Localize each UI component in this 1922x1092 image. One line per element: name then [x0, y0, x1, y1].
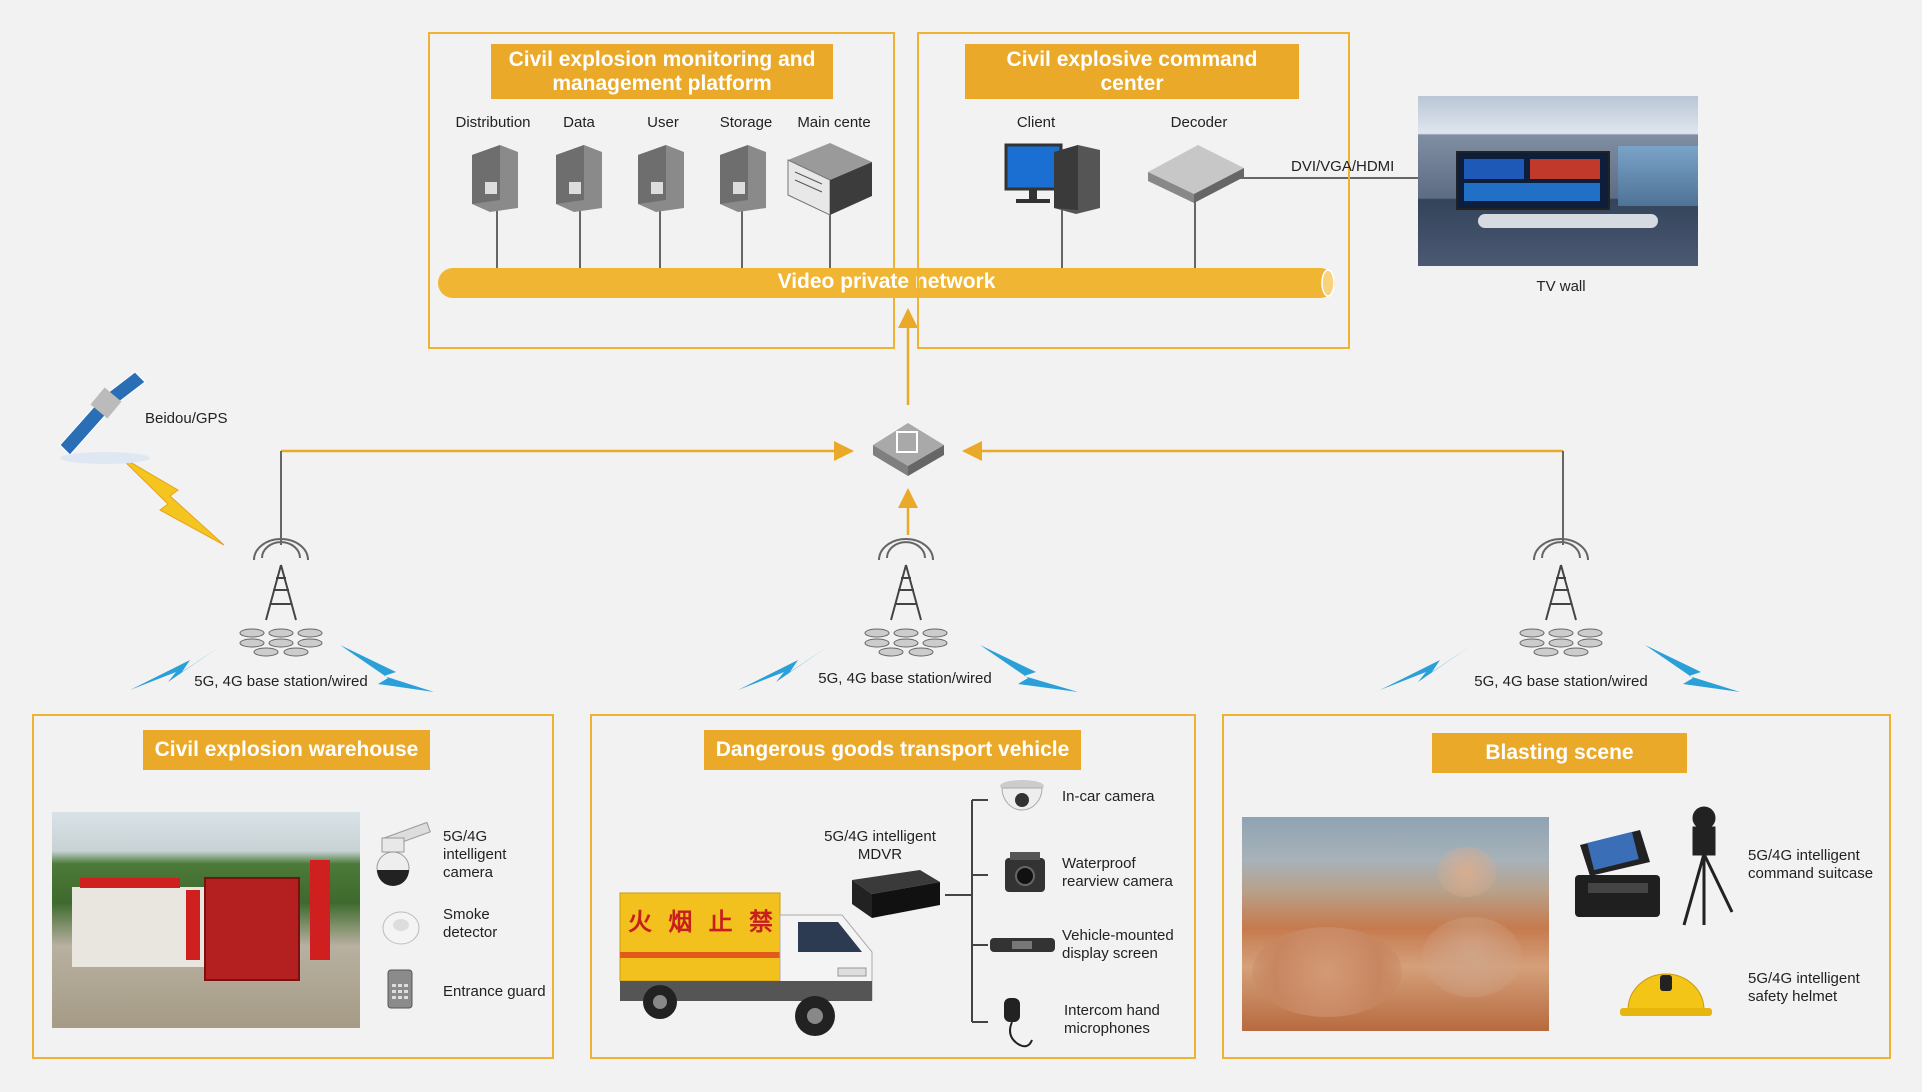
mdvr-label: 5G/4G intelligent MDVR — [824, 828, 936, 863]
vehicle-title: Dangerous goods transport vehicle — [704, 730, 1081, 770]
ptz-camera-icon — [376, 821, 431, 886]
mdvr-bracket — [945, 799, 988, 1023]
platform-panel — [428, 32, 895, 349]
server-label-distribution: Distribution — [455, 114, 531, 131]
truck-sign-char: 止 — [708, 908, 733, 936]
warehouse-wall — [72, 887, 204, 967]
server-icon — [638, 145, 684, 212]
wireless-signals — [130, 645, 1740, 692]
truck-sign-char: 禁 — [748, 908, 773, 936]
blasting-title: Blasting scene — [1432, 733, 1687, 773]
satellite-label: Beidou/GPS — [145, 410, 228, 427]
tower-icon — [239, 538, 323, 657]
switch-icon — [873, 423, 944, 476]
tower-links — [280, 451, 1564, 545]
computer-icon — [1004, 143, 1100, 214]
server-label-data: Data — [563, 114, 595, 131]
dome-camera-icon — [1000, 780, 1044, 811]
uplink-arrows — [281, 308, 1563, 535]
tv-wall-desks — [1478, 214, 1658, 228]
vehicle-device-rearview-camera: Waterproof rearview camera — [1062, 855, 1173, 890]
dust-cloud — [1422, 917, 1522, 997]
command-title: Civil explosive command center — [965, 44, 1299, 99]
tv-wall-label: TV wall — [1536, 278, 1586, 295]
microphone-icon — [1004, 998, 1033, 1048]
warehouse-photo — [52, 812, 360, 1028]
truck-sign: 火 烟 止 禁 — [628, 902, 773, 937]
server-icon — [472, 145, 518, 212]
server-icon — [720, 145, 766, 212]
access-control-icon — [387, 969, 413, 1009]
vehicle-device-display: Vehicle-mounted display screen — [1062, 927, 1174, 962]
decoder-label: Decoder — [1170, 114, 1228, 131]
server-icon — [787, 143, 872, 216]
server-drop-lines — [496, 177, 1420, 268]
warehouse-device-entrance: Entrance guard — [443, 983, 546, 1000]
safety-helmet-icon — [1620, 973, 1712, 1016]
blasting-device-helmet: 5G/4G intelligent safety helmet — [1748, 970, 1860, 1005]
vehicle-device-microphone: Intercom hand microphones — [1064, 1002, 1160, 1037]
tv-wall-image — [1418, 96, 1698, 266]
blasting-photo — [1242, 817, 1549, 1031]
warehouse-gate — [204, 877, 300, 981]
tv-wall-screens — [1456, 151, 1610, 210]
blasting-panel — [1222, 714, 1891, 1059]
tripod-camera-icon — [1682, 806, 1734, 926]
network-pipe — [438, 268, 1335, 298]
decoder-icon — [1148, 145, 1244, 203]
base-station-label-right: 5G, 4G base station/wired — [1474, 673, 1648, 690]
display-screen-icon — [990, 938, 1055, 952]
network-label: Video private network — [777, 270, 996, 293]
base-station-label-left: 5G, 4G base station/wired — [194, 673, 368, 690]
base-station-label-center: 5G, 4G base station/wired — [818, 670, 992, 687]
truck-sign-char: 火 — [628, 908, 652, 936]
dust-cloud — [1252, 927, 1402, 1017]
warehouse-panel — [32, 714, 554, 1059]
command-panel — [917, 32, 1350, 349]
satellite-icon — [59, 371, 150, 464]
rearview-camera-icon — [1005, 852, 1045, 892]
blasting-device-suitcase: 5G/4G intelligent command suitcase — [1748, 847, 1874, 882]
video-link-label: DVI/VGA/HDMI — [1291, 158, 1395, 175]
warehouse-device-camera: 5G/4G intelligent camera — [443, 828, 507, 881]
tower-icon — [864, 538, 948, 657]
vehicle-panel — [590, 714, 1196, 1059]
warehouse-title: Civil explosion warehouse — [143, 730, 430, 770]
vehicle-device-incar-camera: In-car camera — [1062, 788, 1155, 805]
truck-icon — [619, 892, 873, 1036]
server-label-storage: Storage — [719, 114, 773, 131]
gps-lightning — [117, 454, 225, 546]
tower-icon — [1519, 538, 1603, 657]
truck-sign-char: 烟 — [668, 908, 693, 936]
warehouse-device-smoke: Smoke detector — [443, 906, 498, 941]
mdvr-icon — [852, 870, 940, 918]
server-label-main-center: Main cente — [797, 114, 871, 131]
dust-cloud — [1437, 847, 1497, 897]
server-icon — [556, 145, 602, 212]
platform-title: Civil explosion monitoring and managemen… — [491, 44, 833, 99]
smoke-detector-icon — [382, 911, 420, 945]
command-suitcase-icon — [1575, 830, 1660, 917]
client-label: Client — [1016, 114, 1056, 131]
server-label-user: User — [647, 114, 679, 131]
